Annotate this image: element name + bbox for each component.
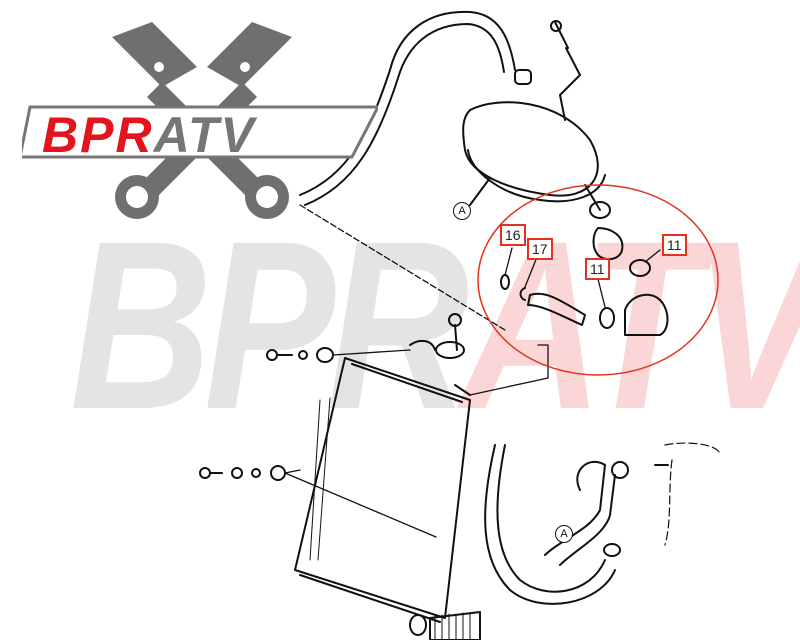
radiator (294, 357, 471, 619)
callout-11-right: 11 (662, 234, 687, 256)
logo-atv: ATV (153, 107, 256, 163)
clamp-11a (599, 307, 615, 329)
reference-marker-a-top: A (453, 202, 471, 220)
lower-hose (484, 444, 616, 605)
callout-11-left: 11 (585, 258, 610, 280)
reference-marker-a-bottom: A (555, 525, 573, 543)
logo-text: BPRATV (42, 110, 256, 160)
clamp-bottom (409, 614, 427, 636)
gasket (589, 201, 611, 219)
clamp-lower (603, 543, 621, 557)
bolt-bottom (199, 467, 211, 479)
hose-clamp (514, 69, 532, 85)
clamp-right (611, 461, 629, 479)
corrugated-hose (429, 611, 481, 640)
callout-17: 17 (527, 238, 553, 260)
radiator-cap (435, 341, 465, 359)
logo-bpr: BPR (42, 107, 154, 163)
rubber-grommet-top (316, 347, 334, 363)
hose-small (527, 292, 586, 326)
watermark-bpr: BPR (70, 191, 469, 459)
elbow-hose (624, 293, 669, 336)
clamp-11b (629, 259, 651, 277)
bolt-top (266, 349, 278, 361)
highlight-circle (477, 184, 719, 376)
callout-16: 16 (500, 224, 526, 246)
bpratv-logo: BPRATV (22, 12, 378, 222)
crossed-pistons-icon (22, 22, 378, 219)
rubber-grommet-bottom (270, 465, 286, 481)
circlip-17 (519, 287, 526, 301)
o-ring-16 (500, 274, 510, 290)
flange-gasket (592, 227, 624, 261)
reservoir-cover (462, 101, 599, 197)
